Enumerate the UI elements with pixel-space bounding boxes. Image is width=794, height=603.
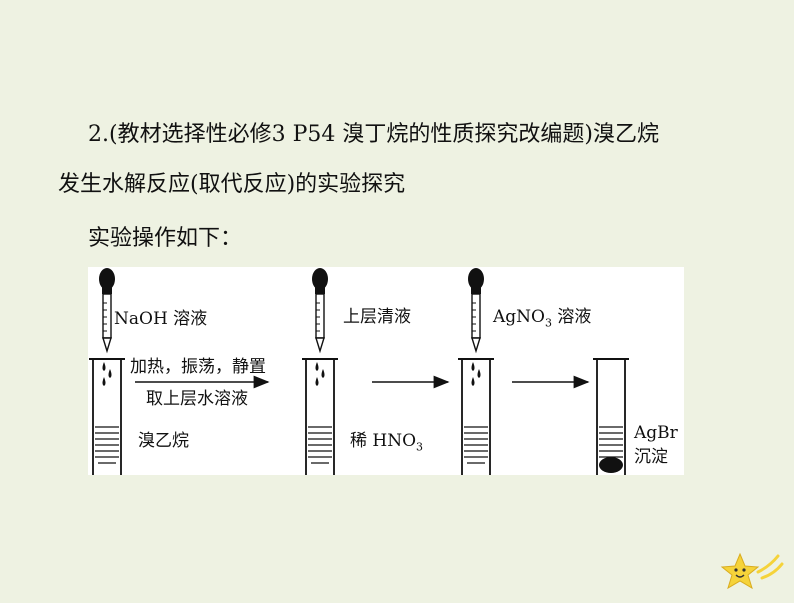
label-agno3-solution: AgNO3 溶液 (493, 307, 591, 333)
step2-apparatus (301, 267, 339, 475)
label-dilute-hno3: 稀 HNO3 (350, 431, 423, 457)
question-line-1: 2.(教材选择性必修3 P54 溴丁烷的性质探究改编题)溴乙烷 (88, 122, 659, 147)
step4-apparatus (592, 358, 630, 475)
label-agno3-sub: 3 (544, 316, 552, 330)
label-naoh-solution: NaOH 溶液 (114, 309, 208, 329)
step3-apparatus (457, 267, 495, 475)
step1-apparatus (88, 267, 126, 475)
label-agbr: AgBr (634, 423, 678, 443)
experiment-drawing (88, 267, 630, 475)
label-supernatant: 上层清液 (343, 307, 411, 327)
label-dilute-hno3-text: 稀 HNO (350, 431, 417, 451)
star-icon (720, 552, 784, 590)
label-agno3-tail: 溶液 (551, 307, 592, 327)
label-agno3-text: AgNO (493, 307, 545, 327)
label-take-aqueous-layer: 取上层水溶液 (146, 389, 248, 409)
label-dilute-hno3-sub: 3 (416, 440, 424, 454)
instruction-line: 实验操作如下： (88, 226, 243, 251)
label-heat-shake-stand: 加热，振荡，静置 (130, 357, 266, 377)
question-line-2: 发生水解反应(取代反应)的实验探究 (58, 172, 406, 197)
label-precipitate: 沉淀 (634, 447, 668, 467)
experiment-diagram: NaOH 溶液 溴乙烷 加热，振荡，静置 取上层水溶液 上层清液 稀 HNO3 … (88, 267, 684, 475)
agbr-precipitate (599, 457, 623, 473)
label-bromoethane: 溴乙烷 (138, 431, 189, 451)
